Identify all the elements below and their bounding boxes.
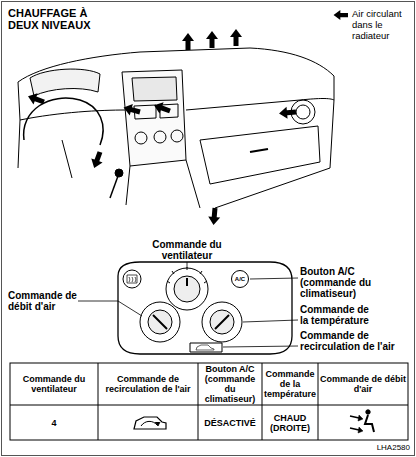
leader-line [187,262,188,268]
diagram-title: CHAUFFAGE À DEUX NIVEAUX [8,7,104,31]
button-label: A/C [235,276,245,282]
airflow-arrow [89,150,106,170]
temperature-dial [202,302,242,342]
table-grid [10,363,408,440]
airflow-arrow [206,31,218,48]
airflow-arrow [279,106,297,119]
glovebox [200,126,320,184]
airflow-arrows [26,29,297,225]
dash-left [18,120,20,168]
leader-line [78,301,142,316]
airflow-arrow [182,33,194,50]
console [126,160,200,208]
airflow-table-icon [366,410,370,414]
steering-column [62,140,72,178]
recirculation-icon [196,345,214,350]
table-header: Commande de recirculation de l'air [98,363,198,405]
airflow-arrow [208,207,221,225]
panel-outline [118,262,292,354]
figure-code: LHA2580 [340,443,410,453]
airflow-dial [140,302,180,342]
gear-lever [110,176,118,198]
fan-ticks [167,267,207,283]
recirculation-lever [190,343,222,352]
airflow-knob [148,310,172,334]
callout-label: Commande de la température [300,304,378,326]
table-cell: 4 [10,405,98,440]
leader-lines [78,262,298,347]
center-stack [122,70,186,166]
leader-line [250,278,298,279]
table-header: Commande de la température [262,363,318,405]
airflow-arrow [26,91,46,108]
fan-pointer [186,278,188,286]
dash-face [20,110,126,120]
callout-label: Bouton A/C (commande du climatiseur) [300,266,380,299]
settings-table [10,363,408,440]
legend-arrow [334,10,348,20]
temperature-knob [210,310,234,334]
table-cell: DÉSACTIVÉ [198,405,262,440]
ac-button: A/C [231,270,249,288]
leader-line [223,346,298,347]
instrument-hood [30,69,100,96]
table-header: Commande de débit d'air [318,363,408,405]
airflow-arrow [122,102,142,118]
defrost-button [123,270,141,288]
table-cell: CHAUD (DROITE) [262,405,318,440]
control-panel [118,262,292,354]
callout-label: Commande de recirculation de l'air [300,330,410,352]
airflow-table-icon [350,416,359,430]
stack-knob [154,131,166,143]
dashboard-drawing [18,48,334,208]
airflow-pointer [153,315,167,329]
table-header: Bouton A/C (commande du climatiseur) [198,363,262,405]
defrost-icon [127,275,137,283]
fan-knob [174,276,200,302]
side-vent [296,105,310,119]
airflow-arrow [230,29,242,46]
leader-line [243,320,298,322]
button-circle [232,271,249,288]
steering-wheel [24,98,103,145]
stack-knob [135,132,147,144]
legend-text: Air circulant dans le radiateur [352,8,412,41]
stack-knob [171,130,183,142]
table-header: Commande du ventilateur [10,363,98,405]
recirculation-table-icon [134,417,166,429]
dash-lower [215,100,334,208]
gear-knob [115,169,123,177]
airflow-table-icon [358,415,363,433]
airflow-arrow [152,100,172,117]
temperature-pointer [215,315,229,329]
table-border [10,363,408,440]
callout-label: Commande de débit d'air [8,290,80,312]
recirculation-table-icon [141,421,157,426]
airflow-table-icon [365,415,374,432]
fan-dial [166,268,208,310]
recirculation-table-icon [155,422,160,426]
callout-label: Commande du ventilateur [135,239,239,261]
radio [132,77,177,101]
glovebox-handle [250,149,268,152]
